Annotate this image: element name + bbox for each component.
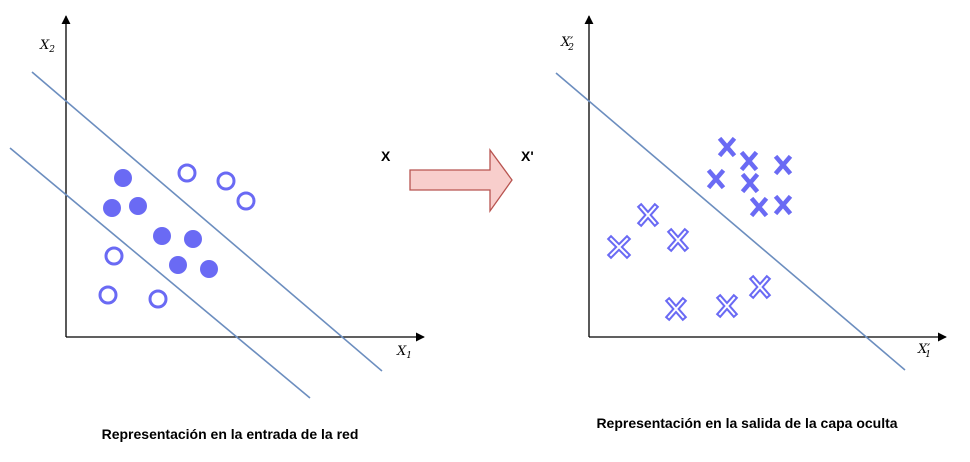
hollow-point — [236, 191, 256, 211]
hollow-point — [177, 163, 197, 183]
hollow-x-marker — [606, 234, 632, 260]
filled-point — [153, 227, 171, 245]
filled-point — [200, 260, 218, 278]
filled-point — [169, 256, 187, 274]
hollow-point — [98, 285, 118, 305]
filled-point — [103, 199, 121, 217]
hollow-point — [216, 171, 236, 191]
transform-arrow-group: X X' — [381, 148, 534, 214]
solid-x-marker — [773, 194, 793, 216]
hollow-x-marker — [715, 293, 739, 319]
left-x-axis-label: X1 — [396, 344, 412, 361]
hollow-x-marker — [664, 296, 688, 322]
solid-x-markers — [706, 136, 793, 218]
left-caption: Representación en la entrada de la red — [101, 426, 359, 442]
right-x-axis-label: X′1 — [917, 342, 931, 360]
hollow-x-markers — [606, 202, 772, 322]
hollow-x-marker — [636, 202, 660, 228]
left-margin-line-upper — [31, 71, 383, 372]
left-panel: X2 X1 — [9, 15, 425, 399]
hollow-point — [148, 289, 168, 309]
hollow-x-marker — [666, 227, 690, 253]
transform-arrow — [409, 148, 513, 214]
hollow-point — [104, 246, 124, 266]
solid-x-marker — [717, 136, 737, 158]
solid-x-marker — [706, 168, 726, 190]
filled-point — [129, 197, 147, 215]
right-caption: Representación en la salida de la capa o… — [596, 415, 898, 431]
solid-x-marker — [773, 154, 793, 176]
right-separator-line — [555, 72, 906, 371]
left-y-axis-label: X2 — [39, 38, 55, 55]
right-y-axis-label: X′2 — [560, 35, 574, 53]
hollow-x-marker — [748, 274, 772, 300]
solid-x-marker — [739, 150, 759, 172]
left-margin-line-lower — [9, 147, 311, 399]
filled-point — [184, 230, 202, 248]
solid-x-marker — [740, 172, 760, 194]
output-label: X' — [521, 148, 534, 164]
filled-point — [114, 169, 132, 187]
right-panel: X′2 X′1 — [555, 15, 947, 371]
solid-x-marker — [749, 196, 769, 218]
input-label: X — [381, 148, 391, 164]
